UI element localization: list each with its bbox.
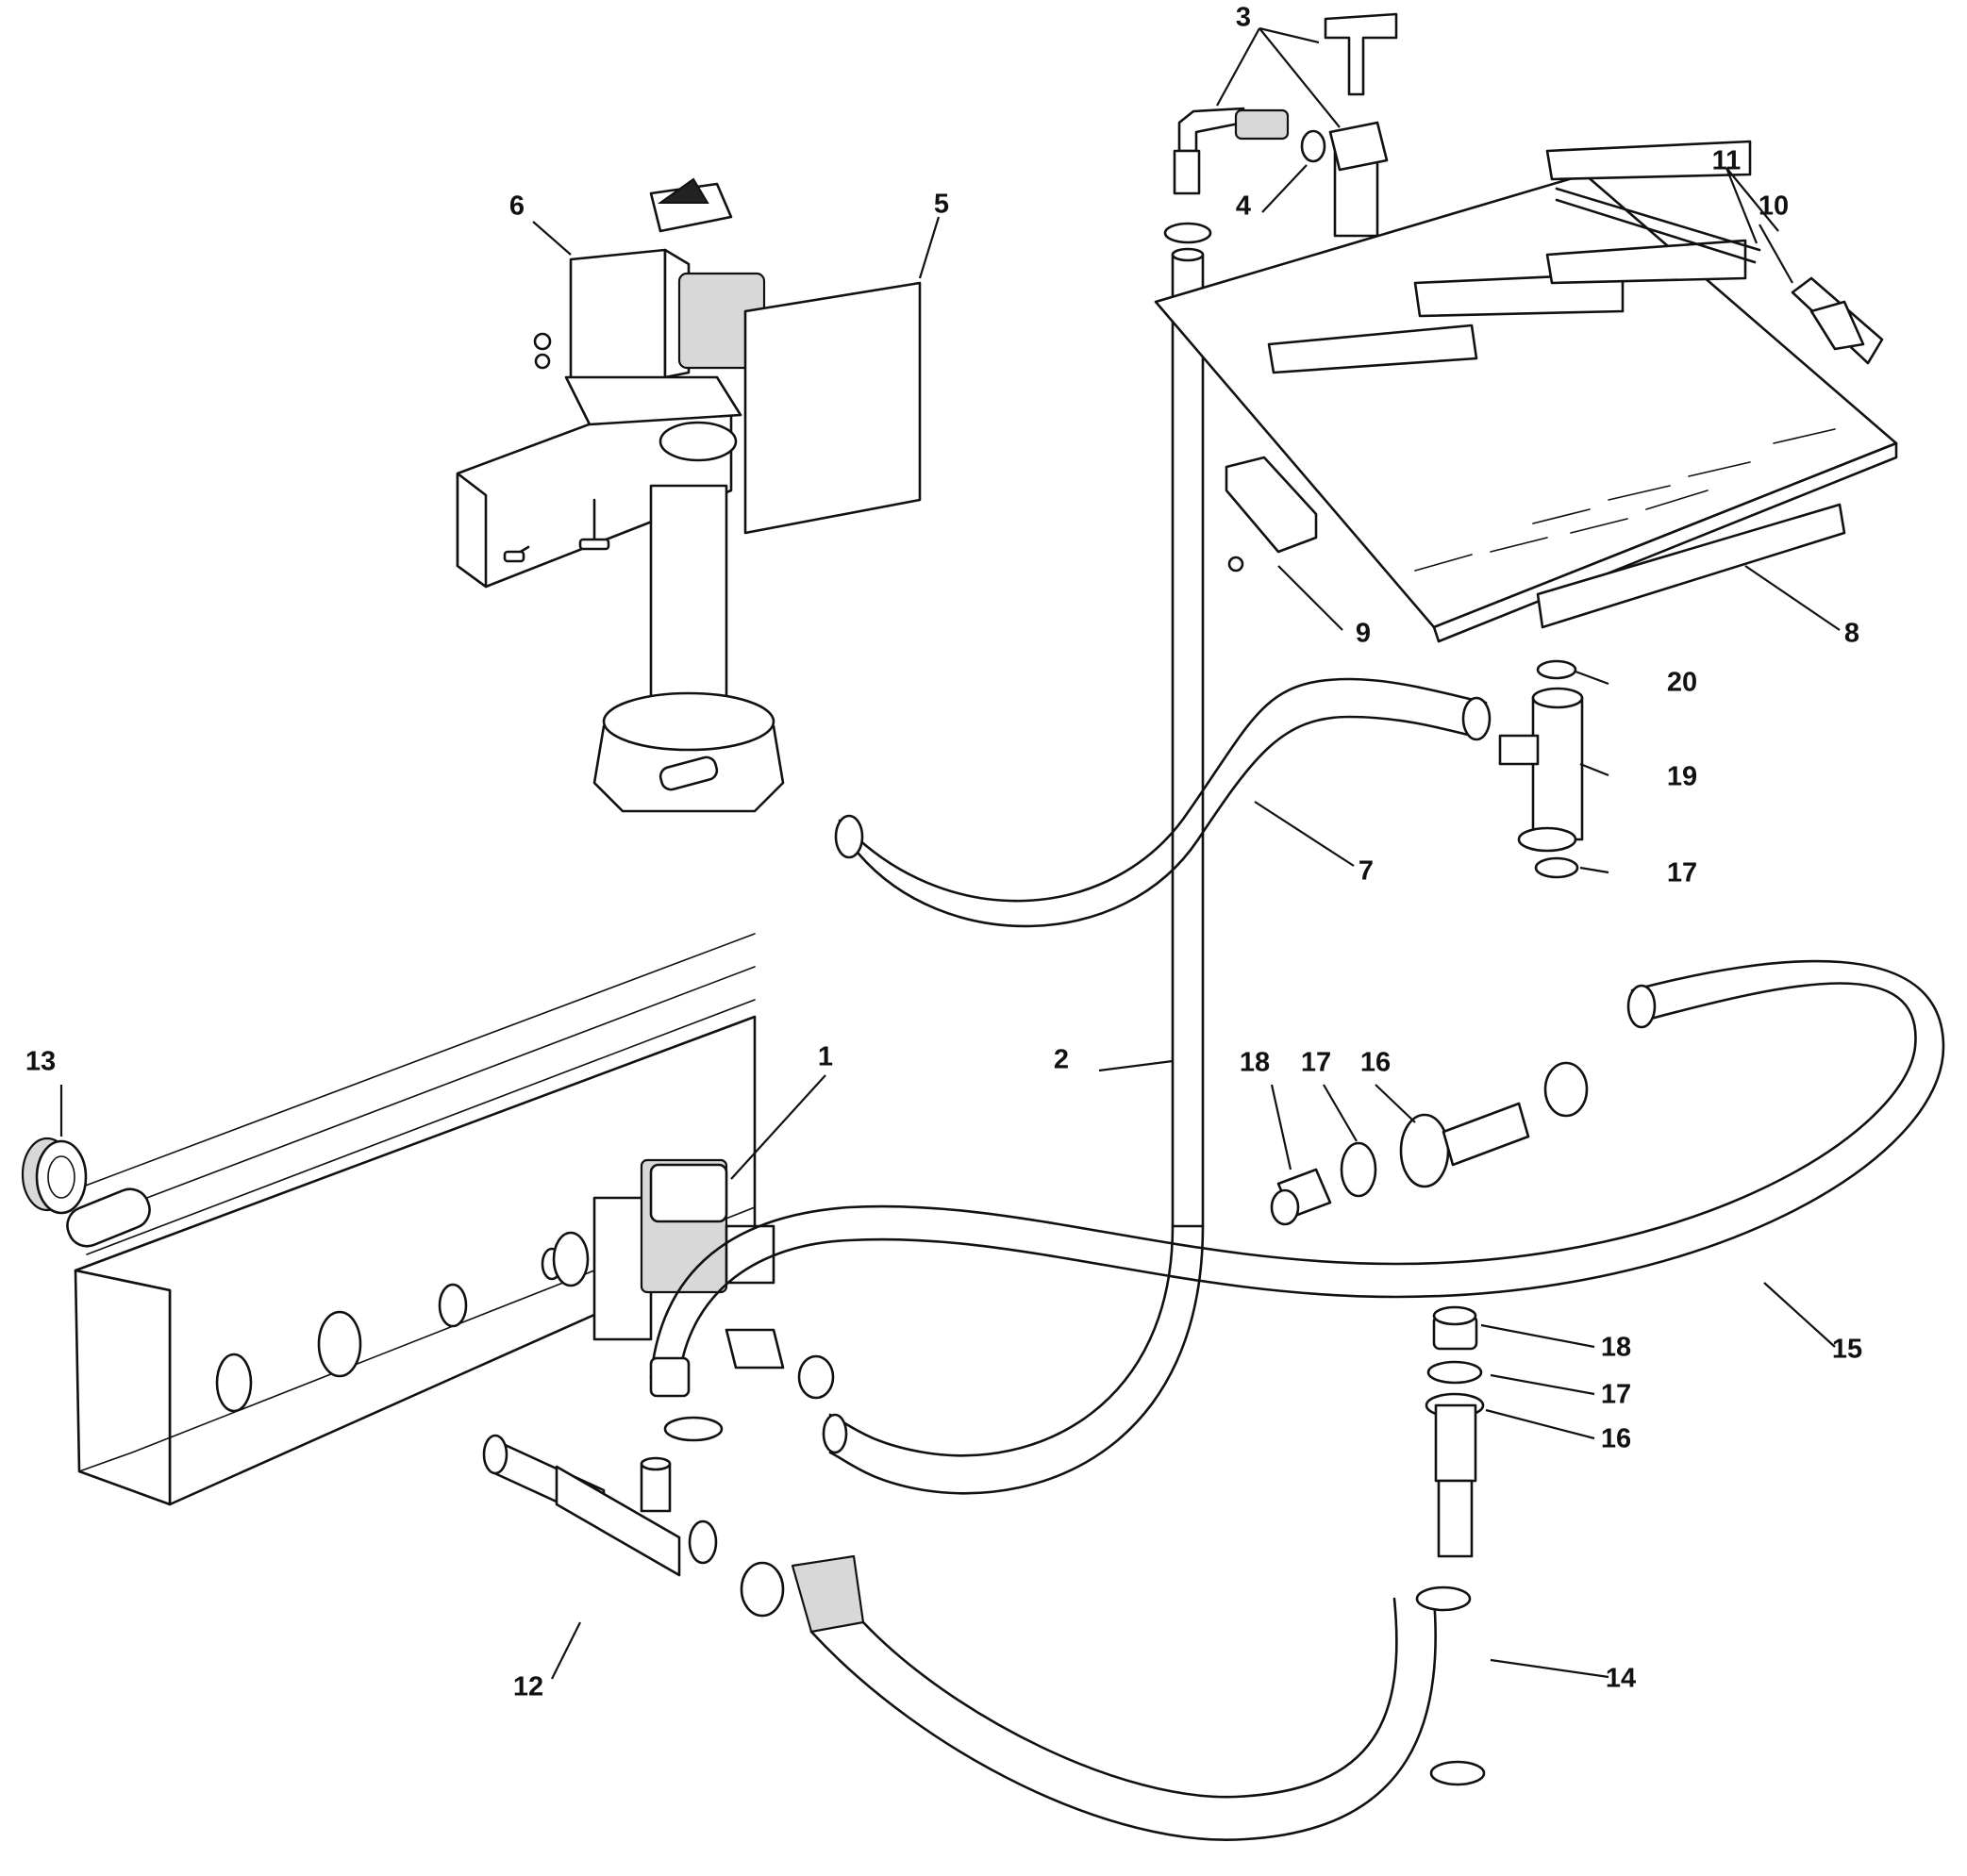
- part-16-fitting-lower: [1425, 1392, 1485, 1558]
- callout-labels: 1 2 3 4 5 6 7 8 9 10 11 12 13 14 15 16 1…: [25, 3, 1862, 1702]
- part-8-tray: [1154, 140, 1898, 643]
- callout-4: 4: [1236, 191, 1251, 222]
- part-20-o-ring: [1536, 659, 1577, 680]
- pump-assembly: [456, 177, 922, 813]
- part-17-o-ring-mid: [1340, 1141, 1377, 1198]
- callout-7: 7: [1359, 856, 1374, 887]
- part-17-o-ring-lower: [1426, 1360, 1483, 1385]
- part-10-clip: [1791, 276, 1884, 365]
- part-7-hose: [834, 677, 1492, 928]
- part-17-o-ring-top: [1534, 856, 1579, 879]
- callout-6: 6: [509, 191, 525, 222]
- part-4-o-ring: [1300, 129, 1326, 163]
- callout-13: 13: [25, 1047, 56, 1077]
- callout-16-lower: 16: [1601, 1424, 1631, 1454]
- callout-12: 12: [513, 1672, 543, 1702]
- callout-5: 5: [934, 190, 949, 220]
- part-16-fitting-upper: [1399, 1102, 1530, 1188]
- callout-1: 1: [818, 1042, 833, 1072]
- callout-16-upper: 16: [1360, 1048, 1391, 1078]
- callout-11: 11: [1712, 146, 1742, 176]
- callout-17-top: 17: [1667, 858, 1697, 888]
- part-3-elbow-fittings: [1173, 12, 1398, 238]
- part-15-hose: [649, 959, 1945, 1398]
- hose-clamps: [663, 1061, 1589, 1786]
- callout-10: 10: [1759, 191, 1789, 222]
- callout-17-lower: 17: [1601, 1380, 1631, 1410]
- part-13-nut: [21, 1137, 88, 1215]
- callout-18-upper: 18: [1240, 1048, 1270, 1078]
- frame-rail: [66, 933, 757, 1506]
- part-11-gasket: [1555, 187, 1761, 264]
- part-9-bracket: [1225, 456, 1318, 573]
- part-2-lower-bend: [822, 1224, 1205, 1495]
- callout-3: 3: [1236, 3, 1251, 33]
- callout-18-lower: 18: [1601, 1333, 1631, 1363]
- part-19-tee-fitting: [1498, 687, 1584, 853]
- callout-17-mid: 17: [1301, 1048, 1331, 1078]
- callout-9: 9: [1356, 619, 1371, 649]
- part-18-fitting-lower: [1432, 1305, 1478, 1351]
- callout-20: 20: [1667, 668, 1697, 698]
- callout-2: 2: [1054, 1045, 1069, 1075]
- callout-8: 8: [1844, 619, 1859, 649]
- callout-19: 19: [1667, 762, 1697, 792]
- leader-lines: [59, 26, 1841, 1680]
- part-12-tee: [482, 1434, 718, 1577]
- part-18-fitting-upper: [1270, 1168, 1332, 1226]
- callout-14: 14: [1606, 1664, 1636, 1694]
- callout-15: 15: [1832, 1335, 1862, 1365]
- part-14-hose: [791, 1554, 1472, 1841]
- part-2-vertical-pipe: [1163, 222, 1212, 1228]
